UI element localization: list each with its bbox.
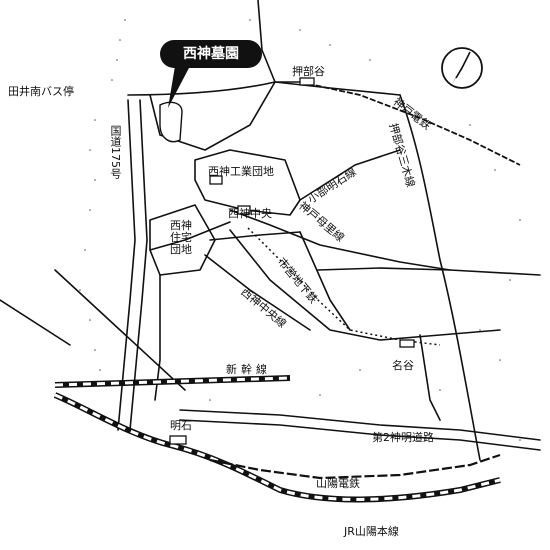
myodani-label: 名谷 — [392, 359, 414, 372]
callout-pointer — [168, 66, 190, 108]
sanyo-dentetsu-label: 山陽電鉄 — [316, 477, 360, 490]
north-arrow-icon — [441, 47, 483, 89]
industrial-park-label: 西神工業団地 — [208, 165, 274, 178]
residential-park-label: 西神住宅団地 — [170, 219, 192, 256]
railways — [53, 81, 521, 503]
shinkansen-label: 新幹線 — [226, 363, 271, 376]
route175-label: 国道175号 — [109, 125, 122, 179]
jr-sanyo-label: JR山陽本線 — [344, 525, 399, 538]
bus-stop-label: 田井南バス停 — [8, 85, 74, 98]
roads — [0, 0, 541, 461]
seishin-center-label: 西神中央 — [228, 207, 272, 220]
cemetery-area — [159, 101, 183, 143]
akashi-label: 明石 — [170, 419, 192, 432]
cemetery-callout: 西神墓園 — [160, 40, 262, 68]
oshibedani-label: 押部谷 — [292, 65, 325, 78]
second-meido-label: 第2神明道路 — [372, 431, 434, 444]
station-marker-icon — [169, 77, 415, 445]
